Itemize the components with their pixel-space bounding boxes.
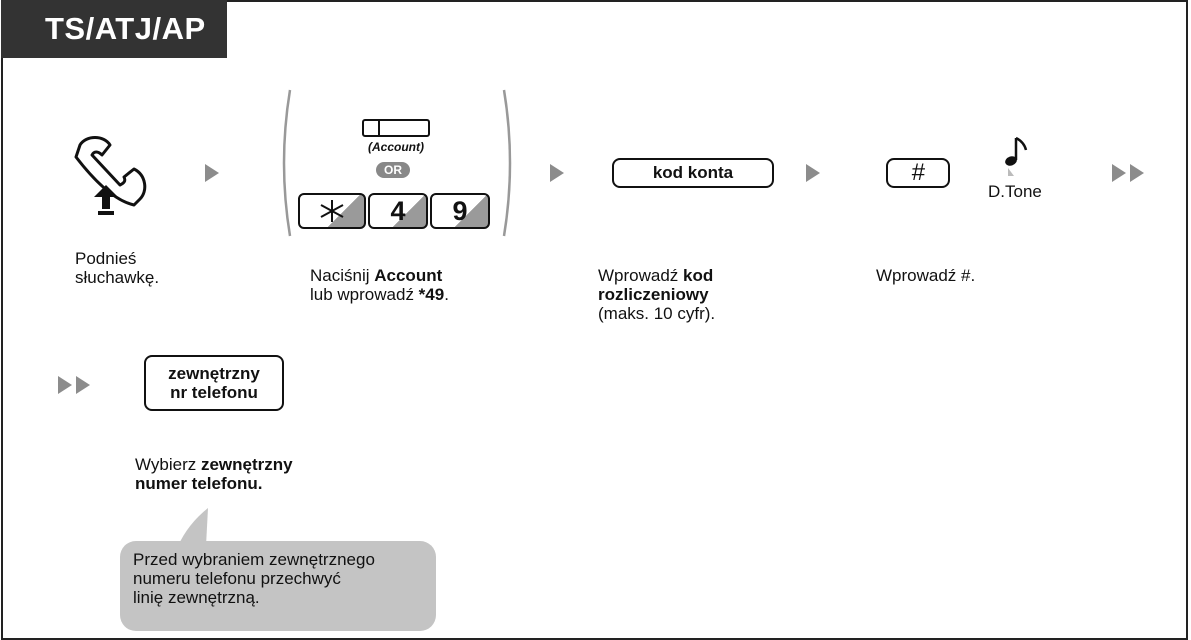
key-4: 4 bbox=[368, 193, 428, 229]
note-line1: Przed wybraniem zewnętrznego bbox=[133, 550, 375, 569]
step5-caption-line1: Wybierz zewnętrzny bbox=[135, 455, 293, 474]
double-arrow-icon bbox=[1112, 164, 1126, 182]
step3-caption-line2: rozliczeniowy bbox=[598, 285, 709, 304]
step3-caption-line3: (maks. 10 cyfr). bbox=[598, 304, 716, 323]
note-line3: linię zewnętrzną. bbox=[133, 588, 260, 607]
arrow-icon bbox=[205, 164, 219, 182]
account-label: (Account) bbox=[368, 140, 424, 154]
note-bubble: Przed wybraniem zewnętrznego numeru tele… bbox=[120, 541, 436, 631]
external-number-key-line2: nr telefonu bbox=[170, 383, 258, 402]
dial-tone-label: D.Tone bbox=[988, 182, 1042, 201]
double-arrow-icon bbox=[1130, 164, 1144, 182]
step3-caption-line1: Wprowadź kod bbox=[598, 266, 714, 285]
step3-caption: Wprowadź kod rozliczeniowy (maks. 10 cyf… bbox=[598, 266, 715, 323]
off-hook-handset-icon bbox=[66, 129, 166, 219]
star-key bbox=[298, 193, 366, 229]
external-number-key: zewnętrzny nr telefonu bbox=[144, 355, 284, 411]
step1-caption-line1: Podnieś bbox=[75, 249, 137, 268]
arrow-icon bbox=[550, 164, 564, 182]
step4-caption: Wprowadź #. bbox=[876, 266, 976, 285]
hash-key: # bbox=[886, 158, 950, 188]
double-arrow-icon bbox=[58, 376, 72, 394]
external-number-key-line1: zewnętrzny bbox=[168, 364, 260, 383]
or-badge: OR bbox=[376, 162, 410, 178]
step2-caption-line1: Naciśnij Account bbox=[310, 266, 443, 285]
note-line2: numeru telefonu przechwyć bbox=[133, 569, 341, 588]
account-button-icon bbox=[362, 119, 430, 137]
step1-caption-line2: słuchawkę. bbox=[75, 268, 160, 287]
account-code-key: kod konta bbox=[612, 158, 774, 188]
double-arrow-icon bbox=[76, 376, 90, 394]
header-title: TS/ATJ/AP bbox=[45, 11, 206, 46]
step2-bracket-icon bbox=[272, 86, 532, 240]
step2-caption: Naciśnij Account lub wprowadź *49. bbox=[310, 266, 449, 304]
dial-tone-icon bbox=[1002, 136, 1032, 180]
step5-caption-line2: numer telefonu. bbox=[135, 474, 263, 493]
speech-bubble-tail-icon bbox=[174, 506, 214, 546]
arrow-icon bbox=[806, 164, 820, 182]
step2-caption-line2: lub wprowadź *49. bbox=[310, 285, 449, 304]
key-9: 9 bbox=[430, 193, 490, 229]
header-tab: TS/ATJ/AP bbox=[1, 0, 227, 58]
step1-caption: Podnieś słuchawkę. bbox=[75, 249, 159, 287]
step5-caption: Wybierz zewnętrzny numer telefonu. bbox=[135, 455, 293, 493]
asterisk-icon bbox=[320, 200, 344, 222]
